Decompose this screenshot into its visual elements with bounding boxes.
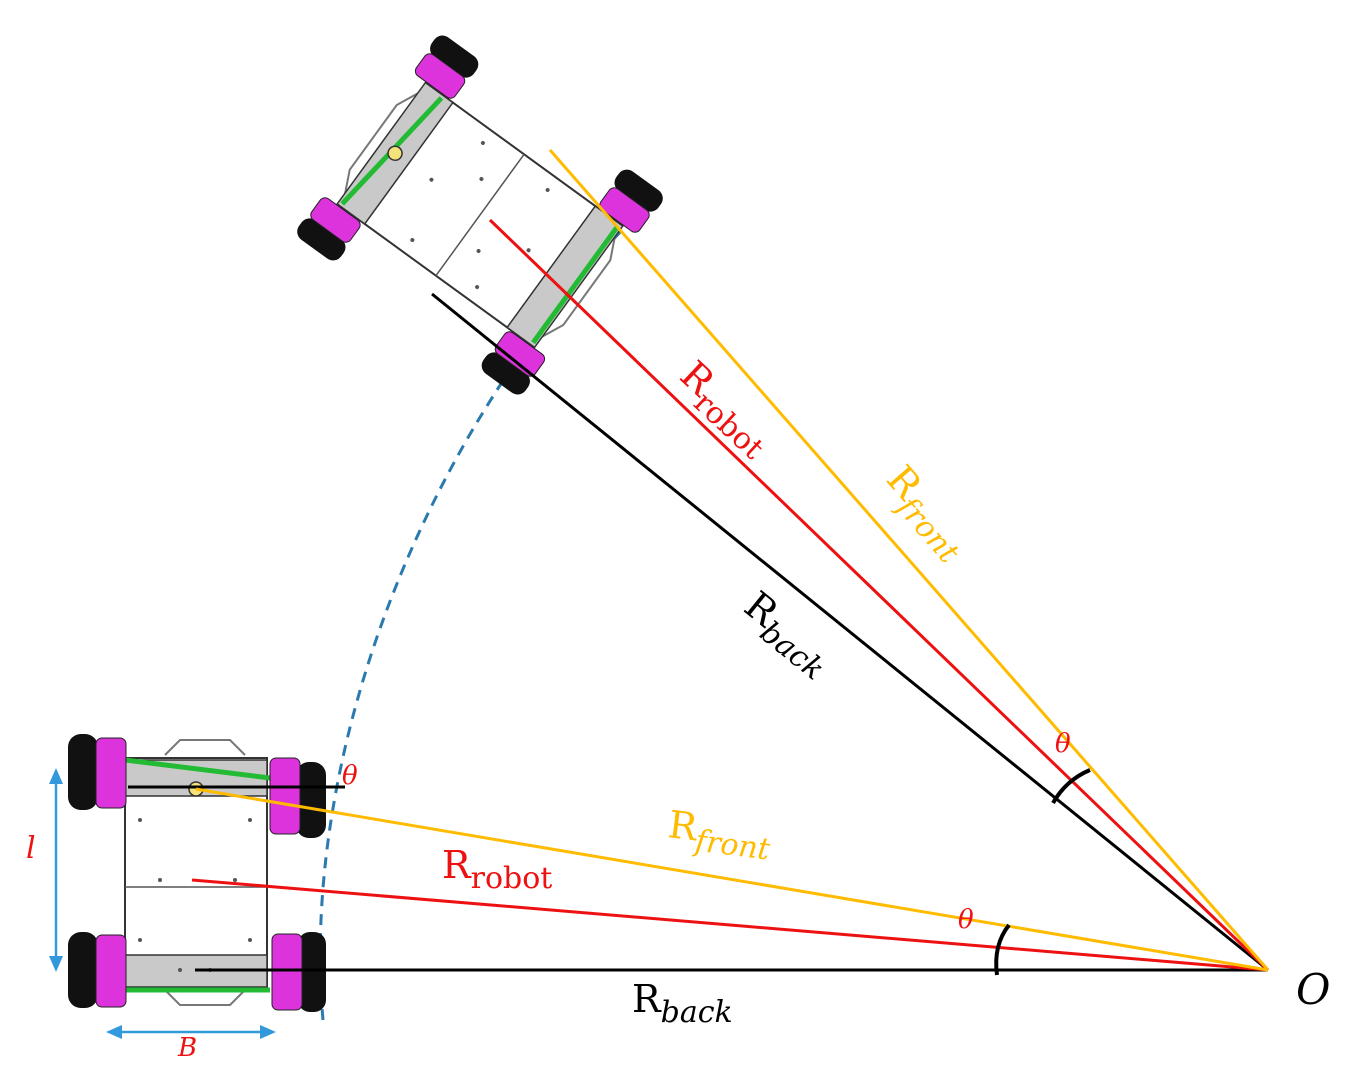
robot-top bbox=[297, 35, 663, 395]
label-bottom-front: Rfront bbox=[665, 802, 775, 867]
label-top-back: Rback bbox=[731, 583, 843, 688]
wheel-top-back-right bbox=[599, 169, 663, 233]
top-theta-arc bbox=[1051, 768, 1091, 805]
label-top-theta: θ bbox=[1055, 729, 1071, 759]
dimension-l bbox=[49, 768, 63, 972]
label-bottom-back: Rback bbox=[632, 977, 733, 1030]
pivot-top bbox=[387, 145, 403, 162]
wheel-top-back-left bbox=[481, 331, 546, 395]
top-front-radius-line bbox=[548, 149, 1270, 971]
wheel-top-front-left bbox=[297, 197, 361, 261]
label-bottom-robot: Rrobot bbox=[442, 843, 552, 896]
bottom-robot-radius-line bbox=[191, 878, 1269, 972]
bottom-front-radius-line bbox=[195, 787, 1269, 972]
wheel-top-front-right bbox=[414, 35, 479, 99]
top-robot-radius-line bbox=[488, 218, 1270, 972]
label-origin: O bbox=[1296, 965, 1330, 1014]
label-dim-B: B bbox=[177, 1033, 197, 1063]
bottom-theta-arc bbox=[994, 923, 1011, 976]
label-dim-l: l bbox=[26, 831, 36, 866]
label-bottom-theta-angle: θ bbox=[958, 905, 974, 935]
wheel-bottom-back-right bbox=[271, 932, 326, 1012]
wheel-bottom-front-left bbox=[68, 734, 127, 810]
top-back-radius-line bbox=[431, 292, 1269, 972]
label-bottom-theta-wheel: θ bbox=[342, 761, 358, 791]
label-top-robot: Rrobot bbox=[666, 352, 783, 466]
robot-bottom bbox=[68, 734, 345, 1012]
wheel-bottom-back-left bbox=[68, 932, 127, 1008]
wheel-bottom-front-right bbox=[269, 757, 326, 838]
trajectory-arc bbox=[318, 190, 662, 1021]
label-top-front: Rfront bbox=[871, 457, 980, 571]
dimension-B bbox=[106, 1025, 276, 1039]
